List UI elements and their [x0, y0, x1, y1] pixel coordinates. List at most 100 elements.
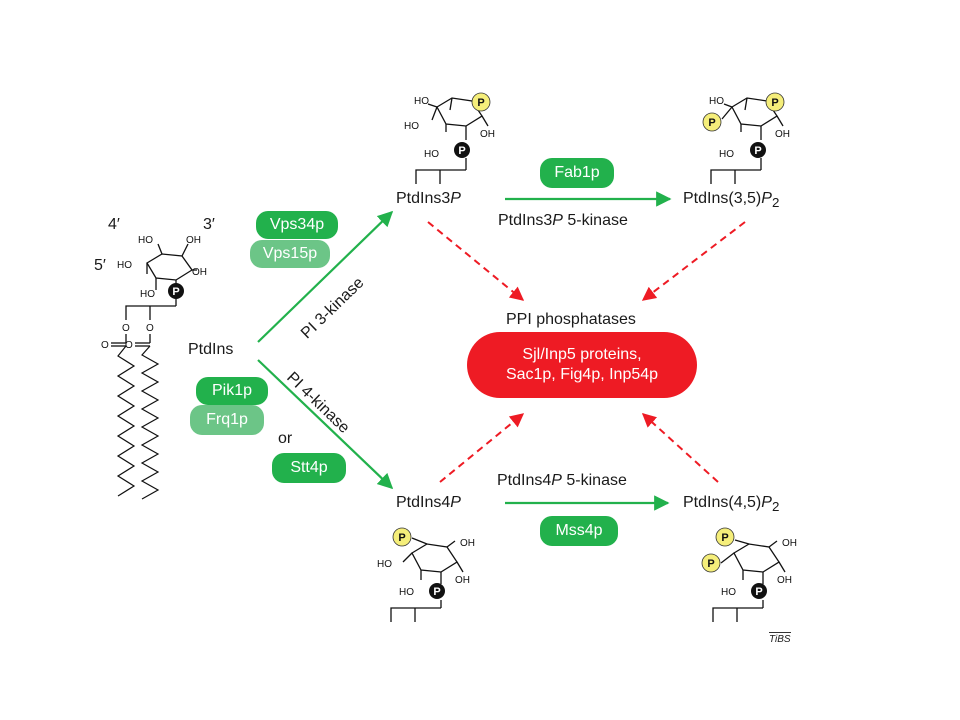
phosphatase-line-2: Sac1p, Fig4p, Inp54p [505, 366, 659, 383]
phosphate-icon [454, 142, 470, 158]
phosphate-icon [168, 283, 184, 299]
oh-4-label: HO [138, 235, 153, 246]
fab1p-pill: Fab1p [540, 158, 614, 188]
ho-label: HO [709, 96, 724, 107]
position-5-label: 5′ [94, 257, 106, 274]
oh-6-label: HO [140, 289, 155, 300]
phosphate-label: P [172, 286, 179, 298]
phosphate-icon [702, 112, 722, 132]
oh-3-label: OH [186, 235, 201, 246]
arrow-pi3-kinase [257, 210, 394, 343]
oh-label: OH [460, 538, 475, 549]
phosphate-icon [701, 553, 721, 573]
phosphate-label: P [755, 586, 762, 598]
phosphate-icon [471, 92, 491, 112]
phosphate-icon [750, 142, 766, 158]
position-3-label: 3′ [203, 216, 215, 233]
ptdins4p-label-prefix: PtdIns4 [396, 494, 451, 511]
phosphate-icon [429, 583, 445, 599]
inositol-ring [125, 243, 197, 320]
ho-label: HO [719, 149, 734, 160]
fatty-acid-chain-2 [140, 345, 160, 500]
oh-2-label: OH [192, 267, 207, 278]
ptdins35p2-label-prefix: PtdIns(3,5) [683, 190, 762, 207]
ptdins35p2-label-p: P [761, 190, 772, 207]
phosphatase-line-1: Sjl/Inp5 proteins, [522, 346, 642, 363]
ho-label: HO [414, 96, 429, 107]
ptdins3p-5-kinase-label: PtdIns3P 5-kinase [498, 212, 628, 230]
phosphate-label: P [398, 532, 405, 544]
ptdins45p2-label-p: P [761, 494, 772, 511]
phosphate-icon [715, 527, 735, 547]
ptdins4p-label-p: P [450, 494, 461, 511]
phosphate-label: P [721, 532, 728, 544]
ptdins35p2-structure: HO OH HO P P P [702, 92, 790, 184]
frq1p-pill: Frq1p [190, 405, 264, 435]
glycerol-ester-bonds [111, 334, 151, 347]
ho-label: HO [404, 121, 419, 132]
ptdins3p-structure: HO HO OH HO P P [404, 92, 495, 184]
arrow-pi45p2-dephos [641, 413, 719, 483]
kinase-prefix: PtdIns4 [497, 472, 552, 489]
ptdins3p-label-prefix: PtdIns3 [396, 190, 451, 207]
oh-5-label: HO [117, 260, 132, 271]
ptdins4p-structure: OH HO OH HO P P [377, 527, 475, 622]
phosphate-label: P [754, 145, 761, 157]
phosphate-icon [392, 527, 412, 547]
ptdins-label: PtdIns [188, 341, 234, 358]
arrow-pi4-kinase [257, 359, 394, 490]
ho-label: HO [721, 587, 736, 598]
ptdins45p2-label-sub: 2 [771, 499, 780, 515]
ptdins3p-label-p: P [450, 190, 461, 207]
ptdins45p2-label-prefix: PtdIns(4,5) [683, 494, 762, 511]
mss4p-pill: Mss4p [540, 516, 618, 546]
stt4p-pill: Stt4p [272, 453, 346, 483]
phosphate-icon [751, 583, 767, 599]
kinase-rest: 5-kinase [561, 472, 627, 489]
ho-label: HO [424, 149, 439, 160]
phosphate-label: P [771, 97, 778, 109]
carbonyl-label-2: O [125, 340, 133, 351]
kinase-rest: 5-kinase [562, 212, 628, 229]
phosphate-label: P [433, 586, 440, 598]
ho-label: HO [377, 559, 392, 570]
vps15p-pill: Vps15p [250, 240, 330, 268]
arrow-pi35p2-dephos [641, 221, 746, 301]
pik1p-pill: Pik1p [196, 377, 268, 405]
ptdins45p2-label: PtdIns(4,5)P2 [683, 494, 779, 514]
phosphate-label: P [708, 117, 715, 129]
oh-label: OH [455, 575, 470, 586]
ptdins4p-label: PtdIns4P [396, 494, 461, 512]
oh-label: OH [782, 538, 797, 549]
fatty-acid-chain-1 [116, 345, 136, 497]
ptdins45p2-structure: OH OH HO P P P [701, 527, 797, 622]
kinase-prefix: PtdIns3 [498, 212, 553, 229]
oxygen-label-2: O [146, 323, 154, 334]
ho-label: HO [399, 587, 414, 598]
phosphate-icon [765, 92, 785, 112]
phosphate-label: P [458, 145, 465, 157]
ptdins3p-label: PtdIns3P [396, 190, 461, 208]
ptdins4p-5-kinase-label: PtdIns4P 5-kinase [497, 472, 627, 490]
ppi-phosphatases-title: PPI phosphatases [506, 311, 636, 328]
kinase-italic: P [551, 472, 562, 489]
position-4-label: 4′ [108, 216, 120, 233]
phosphate-label: P [707, 558, 714, 570]
oxygen-label-1: O [122, 323, 130, 334]
journal-credit: TiBS [769, 632, 791, 645]
arrow-pi3p-dephos [427, 221, 525, 301]
oh-label: OH [777, 575, 792, 586]
vps34p-pill: Vps34p [256, 211, 338, 239]
ptdins-structure: HO OH HO OH HO P O O O O [101, 235, 207, 500]
kinase-italic: P [552, 212, 563, 229]
oh-label: OH [775, 129, 790, 140]
oh-label: OH [480, 129, 495, 140]
phosphate-label: P [477, 97, 484, 109]
arrow-pi4p-dephos [439, 413, 525, 483]
or-label: or [278, 430, 293, 447]
ptdins35p2-label: PtdIns(3,5)P2 [683, 190, 779, 210]
phosphatase-box: Sjl/Inp5 proteins, Sac1p, Fig4p, Inp54p [467, 332, 697, 398]
carbonyl-label-1: O [101, 340, 109, 351]
